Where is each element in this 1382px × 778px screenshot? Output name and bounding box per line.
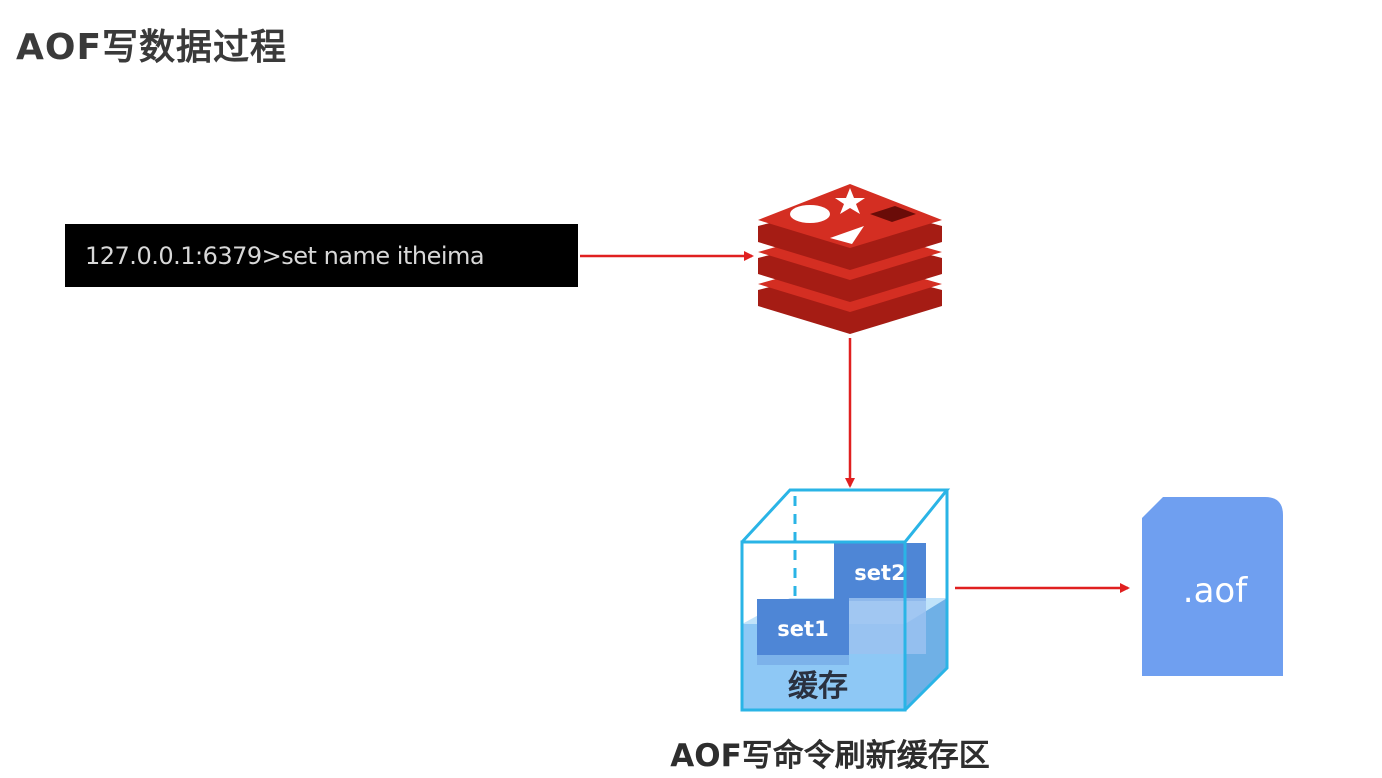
page-title: AOF写数据过程	[16, 27, 288, 68]
buffer-label: 缓存	[788, 669, 848, 704]
set1-block	[757, 599, 849, 655]
set1-label: set1	[777, 617, 828, 641]
command-box: 127.0.0.1:6379>set name itheima	[65, 224, 578, 287]
set2-block	[834, 543, 926, 601]
redis-logo-icon	[758, 184, 942, 334]
command-text: 127.0.0.1:6379>set name itheima	[85, 241, 485, 270]
buffer-caption: AOF写命令刷新缓存区	[670, 738, 990, 774]
file-icon: .aof	[1142, 497, 1283, 676]
file-label: .aof	[1183, 571, 1248, 611]
buffer-cube: set2 set1 缓存	[740, 488, 951, 712]
set2-label: set2	[854, 561, 905, 585]
